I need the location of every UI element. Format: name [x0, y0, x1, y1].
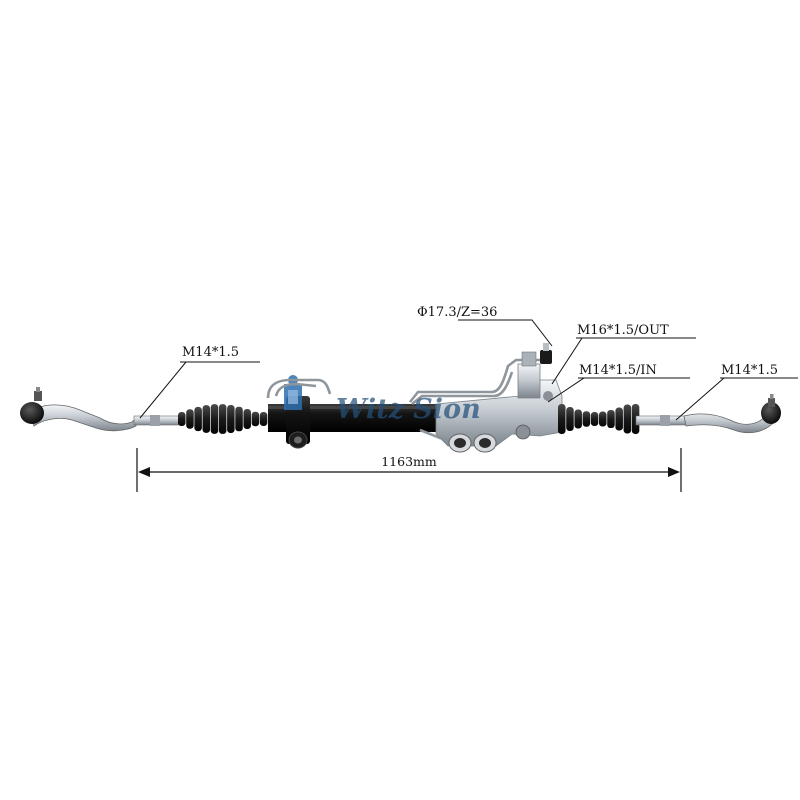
right-ball-stud [768, 398, 775, 407]
callout-pinion-spec: Φ17.3/Z=36 [417, 305, 497, 320]
callout-leaders [139, 319, 798, 421]
boot-rib [599, 411, 607, 427]
boot-rib [186, 409, 194, 429]
leader-pinion [458, 319, 553, 347]
right-tie-rod [635, 415, 687, 426]
leader-out [551, 337, 583, 385]
left-ball-joint [20, 402, 44, 424]
dim-arrow-right [668, 467, 680, 477]
boot-rib [227, 404, 235, 434]
boot-rib [607, 409, 615, 429]
boot-rib [574, 409, 582, 429]
dim-length-label: 1163mm [381, 454, 437, 469]
left-ball-stud [34, 391, 42, 401]
callout-out-port: M16*1.5/OUT [577, 323, 669, 338]
boot-rib [235, 406, 243, 432]
right-tie-rod-end [683, 394, 781, 434]
right-bellows-boot [558, 404, 640, 434]
boot-rib [218, 404, 227, 434]
leader-in [547, 377, 585, 403]
right-ball-joint [761, 402, 781, 424]
overall-length-dimension: 1163mm [136, 448, 682, 492]
left-bellows-boot [178, 404, 268, 434]
boot-rib [582, 411, 591, 427]
boot-rib [558, 404, 566, 434]
boot-rib [178, 412, 186, 426]
left-tie-rod-end [20, 387, 137, 432]
boot-rib [210, 404, 219, 434]
boot-rib [566, 406, 574, 432]
boot-rib [243, 409, 251, 429]
callout-right-thread: M14*1.5 [721, 363, 778, 378]
leader-right [675, 377, 725, 421]
rack-housing [268, 375, 440, 449]
pinion-tower [517, 363, 541, 399]
callout-left-thread: M14*1.5 [182, 345, 239, 360]
boot-rib [259, 412, 268, 426]
boot-rib [615, 407, 623, 431]
dim-arrow-left [138, 467, 150, 477]
callout-in-port: M14*1.5/IN [579, 363, 657, 378]
leader-left [139, 361, 187, 419]
boot-rib [194, 406, 202, 432]
boot-rib [590, 411, 599, 427]
boot-rib [251, 411, 260, 427]
valve-pinion-housing [435, 343, 563, 453]
boot-rib [623, 404, 632, 434]
pinion-cap [540, 350, 552, 364]
boot-rib [202, 405, 211, 433]
boot-rib [631, 404, 640, 434]
brand-watermark: Witz Sion [336, 394, 481, 425]
